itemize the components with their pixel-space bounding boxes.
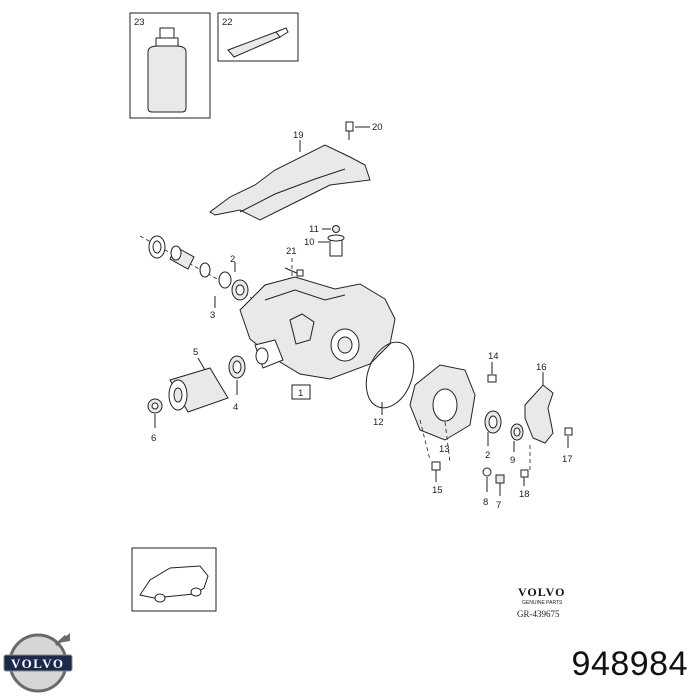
brand-name: VOLVO bbox=[518, 585, 565, 599]
bolt-17: 17 bbox=[562, 427, 573, 465]
seal-2-right: 2 bbox=[484, 410, 502, 461]
bolt-15: 15 bbox=[431, 461, 443, 496]
bolt-20: 20 bbox=[345, 121, 383, 140]
brand-subtitle: GENUINE PARTS bbox=[522, 600, 563, 606]
heat-shield: 19 bbox=[209, 130, 371, 221]
callout-13: 13 bbox=[439, 444, 450, 455]
callout-20: 20 bbox=[372, 122, 383, 133]
part-number: 948984 bbox=[571, 645, 688, 683]
callout-21: 21 bbox=[286, 246, 297, 257]
callout-2-right: 2 bbox=[485, 450, 490, 461]
genuine-parts-mark: VOLVO GENUINE PARTS GR-439675 bbox=[517, 585, 565, 619]
bottle-icon bbox=[147, 45, 187, 113]
seal-4: 4 bbox=[228, 355, 246, 413]
plug-7: 7 bbox=[495, 474, 505, 511]
seal-stack-left: 2 3 bbox=[139, 235, 256, 321]
ring-9: 9 bbox=[510, 423, 524, 466]
callout-16: 16 bbox=[536, 362, 547, 373]
plug-6: 6 bbox=[147, 398, 163, 444]
box-22-tube: 22 bbox=[217, 12, 299, 62]
callout-23: 23 bbox=[134, 17, 145, 28]
washer-8: 8 bbox=[482, 467, 492, 508]
callout-17: 17 bbox=[562, 454, 573, 465]
bolt-18: 18 bbox=[519, 445, 531, 500]
callout-9: 9 bbox=[510, 455, 515, 466]
callout-15: 15 bbox=[432, 485, 443, 496]
volvo-logo: VOLVO bbox=[3, 633, 73, 693]
callout-11: 11 bbox=[309, 224, 319, 235]
callout-19: 19 bbox=[293, 130, 304, 141]
callout-2-left: 2 bbox=[230, 254, 235, 265]
callout-8: 8 bbox=[483, 497, 488, 508]
callout-5: 5 bbox=[193, 347, 198, 358]
tube-icon bbox=[227, 31, 281, 58]
box-23-bottle: 23 bbox=[129, 12, 211, 119]
callout-3: 3 bbox=[210, 310, 215, 321]
callout-1: 1 bbox=[298, 388, 303, 399]
callout-10: 10 bbox=[304, 237, 315, 248]
diagram-ref: GR-439675 bbox=[517, 609, 560, 619]
plug-11: 11 bbox=[309, 224, 340, 235]
cover-13: 13 bbox=[409, 364, 476, 463]
sleeve-5: 5 bbox=[168, 347, 229, 413]
callout-7: 7 bbox=[496, 500, 501, 511]
callout-14: 14 bbox=[488, 351, 499, 362]
callout-1-box bbox=[291, 384, 311, 400]
callout-6: 6 bbox=[151, 433, 156, 444]
o-ring-12: 12 bbox=[365, 341, 415, 428]
bracket-16: 16 bbox=[524, 362, 554, 444]
callout-12: 12 bbox=[373, 417, 384, 428]
logo-text: VOLVO bbox=[11, 656, 64, 671]
callout-4: 4 bbox=[233, 402, 238, 413]
bolt-21: 21 bbox=[284, 246, 304, 282]
differential-housing: 1 bbox=[239, 276, 396, 400]
car-icon bbox=[139, 565, 209, 599]
callout-22: 22 bbox=[222, 17, 233, 28]
bolt-14: 14 bbox=[487, 351, 499, 383]
vehicle-reference-box bbox=[131, 547, 217, 612]
breather-10: 10 bbox=[304, 234, 345, 257]
callout-18: 18 bbox=[519, 489, 530, 500]
